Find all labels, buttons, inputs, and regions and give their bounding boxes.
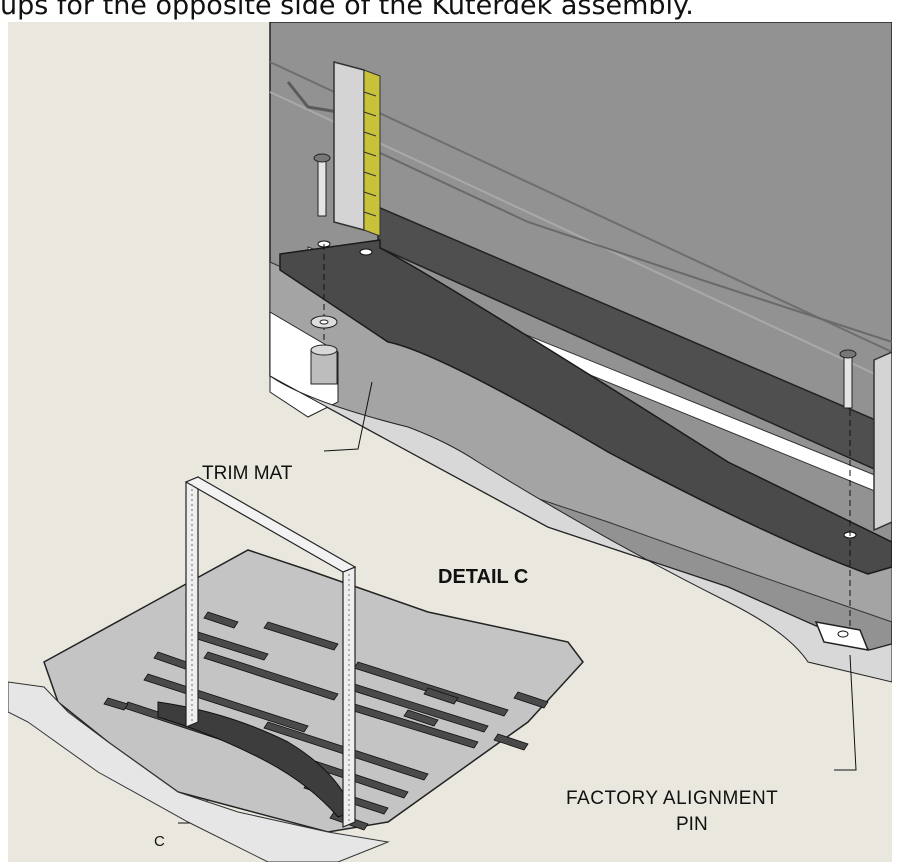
washer-hole <box>319 319 329 325</box>
overview-floor-assembly <box>8 476 584 862</box>
factory-alignment-label: FACTORY ALIGNMENT <box>566 788 779 809</box>
factory-pin-leader <box>834 654 857 771</box>
ruler-strip <box>363 69 381 237</box>
wall-contour <box>377 151 892 343</box>
screw-head-icon <box>313 153 331 163</box>
floor-lower-rim <box>8 681 390 862</box>
screw-icon <box>317 159 327 217</box>
alignment-pin-icon <box>837 630 849 638</box>
spacer-top <box>310 344 338 356</box>
vertical-post <box>333 61 365 231</box>
trim-mat-bracket <box>279 239 892 575</box>
spacer-icon <box>310 349 338 385</box>
trim-mat-label: TRIM MAT <box>202 463 293 484</box>
instruction-caption: ups for the opposite side of the Kuterde… <box>0 0 694 21</box>
frame-top-bar <box>184 476 357 573</box>
trim-mat-strip <box>157 701 354 818</box>
ruler-ticks <box>363 91 377 217</box>
wall-contour <box>286 81 339 114</box>
screw-icon <box>843 355 853 409</box>
technical-drawing: TRIM MAT DETAIL C FACTORY ALIGNMENT PIN … <box>8 22 892 862</box>
detail-c-title: DETAIL C <box>438 566 529 588</box>
trim-mat-leader <box>323 381 373 452</box>
screw-head-icon <box>839 349 857 359</box>
vertical-post <box>873 351 892 532</box>
factory-alignment-label-pin: PIN <box>676 814 708 835</box>
drawing-svg <box>8 22 892 862</box>
floor-molding <box>269 375 892 683</box>
bolt-hole <box>359 248 373 256</box>
detail-c-view <box>269 22 892 683</box>
detail-c-marker: C <box>154 833 165 850</box>
